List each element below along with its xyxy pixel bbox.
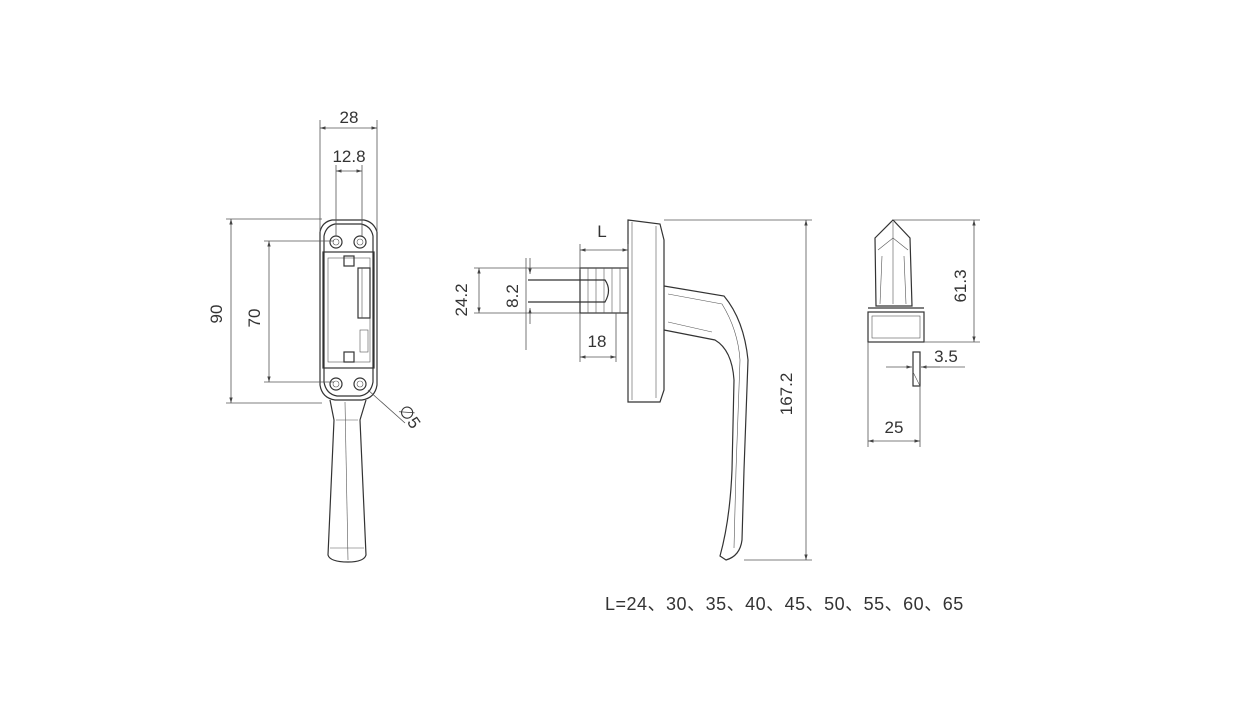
dim-25-label: 25 — [885, 418, 904, 437]
front-view-dimensions: 28 12.8 90 70 ∅5 — [207, 108, 424, 432]
dim-28-label: 28 — [340, 108, 359, 127]
end-view — [867, 219, 925, 387]
dim-3-5-label: 3.5 — [934, 347, 958, 366]
dim-61-3-label: 61.3 — [951, 269, 970, 302]
side-view — [528, 219, 749, 561]
end-view-dimensions: 61.3 3.5 25 — [867, 219, 980, 447]
dim-70-label: 70 — [245, 309, 264, 328]
dim-18-label: 18 — [588, 332, 607, 351]
dim-24-2-label: 24.2 — [452, 283, 471, 316]
front-view — [319, 219, 406, 563]
dim-167-2-label: 167.2 — [777, 373, 796, 416]
dim-l-label: L — [597, 222, 606, 241]
side-view-dimensions: L 24.2 8.2 18 167.2 — [452, 219, 812, 561]
dim-8-2-label: 8.2 — [503, 284, 522, 308]
dim-12-8-label: 12.8 — [332, 147, 365, 166]
dim-90-label: 90 — [207, 305, 226, 324]
spindle-length-note: L=24、30、35、40、45、50、55、60、65 — [605, 594, 964, 614]
dim-hole-label: ∅5 — [395, 401, 424, 432]
